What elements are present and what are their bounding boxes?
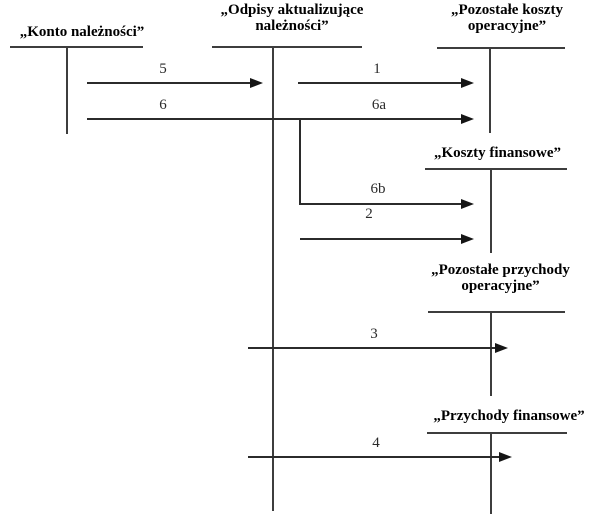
arrow-2-head-icon [461, 234, 474, 244]
arrow-4-shaft [248, 456, 499, 458]
account-title-line1: „Pozostałe przychody [431, 262, 570, 278]
arrow-6a-head-icon [461, 114, 474, 124]
flow-label-6b: 6b [370, 181, 386, 197]
write-downs-stem-line [272, 46, 274, 511]
account-title-koszty-finansowe: „Koszty finansowe” [433, 145, 562, 161]
arrow-4-head-icon [499, 452, 512, 462]
other-operating-costs-top-line [437, 47, 565, 49]
arrow-5-head-icon [250, 78, 263, 88]
arrow-1-shaft [298, 82, 461, 84]
flow-label-2: 2 [365, 206, 373, 222]
flow-label-1: 1 [373, 61, 381, 77]
other-operating-revenues-stem-line [490, 311, 492, 396]
financial-costs-top-line [425, 168, 567, 170]
account-title-konto-naleznosci: „Konto należności” [19, 24, 145, 40]
flow-label-6a: 6a [371, 97, 387, 113]
arrow-3-shaft [248, 347, 495, 349]
arrow-6b-branch-line [299, 119, 301, 205]
arrow-6-6a-shaft [87, 118, 461, 120]
account-title-odpisy-aktualizujace: „Odpisy aktualizujące należności” [202, 2, 382, 34]
financial-revenues-top-line [427, 432, 567, 434]
arrow-6b-shaft [300, 203, 461, 205]
account-title-line2: należności” [255, 18, 329, 35]
arrow-6b-head-icon [461, 199, 474, 209]
arrow-2-shaft [300, 238, 461, 240]
account-title-pozostale-przychody: „Pozostałe przychody operacyjne” [418, 262, 583, 294]
flow-label-5: 5 [159, 61, 167, 77]
account-title-line2: operacyjne” [467, 18, 547, 35]
arrow-1-head-icon [461, 78, 474, 88]
account-title-przychody-finansowe: „Przychody finansowe” [433, 408, 585, 424]
financial-revenues-stem-line [490, 432, 492, 514]
account-title-line1: „Odpisy aktualizujące [220, 2, 364, 18]
flow-label-4: 4 [372, 435, 380, 451]
arrow-3-head-icon [495, 343, 508, 353]
write-downs-top-line [212, 46, 362, 48]
receivables-stem-line [66, 46, 68, 134]
account-title-line1: „Pozostałe koszty [450, 2, 564, 18]
arrow-5-shaft [87, 82, 250, 84]
other-operating-costs-stem-line [489, 47, 491, 133]
account-title-line2: operacyjne” [461, 278, 540, 295]
financial-costs-stem-line [490, 168, 492, 253]
other-operating-revenues-top-line [428, 311, 565, 313]
receivables-top-line [10, 46, 143, 48]
flow-label-6: 6 [159, 97, 167, 113]
account-title-pozostale-koszty: „Pozostałe koszty operacyjne” [430, 2, 584, 34]
flow-label-3: 3 [370, 326, 378, 342]
